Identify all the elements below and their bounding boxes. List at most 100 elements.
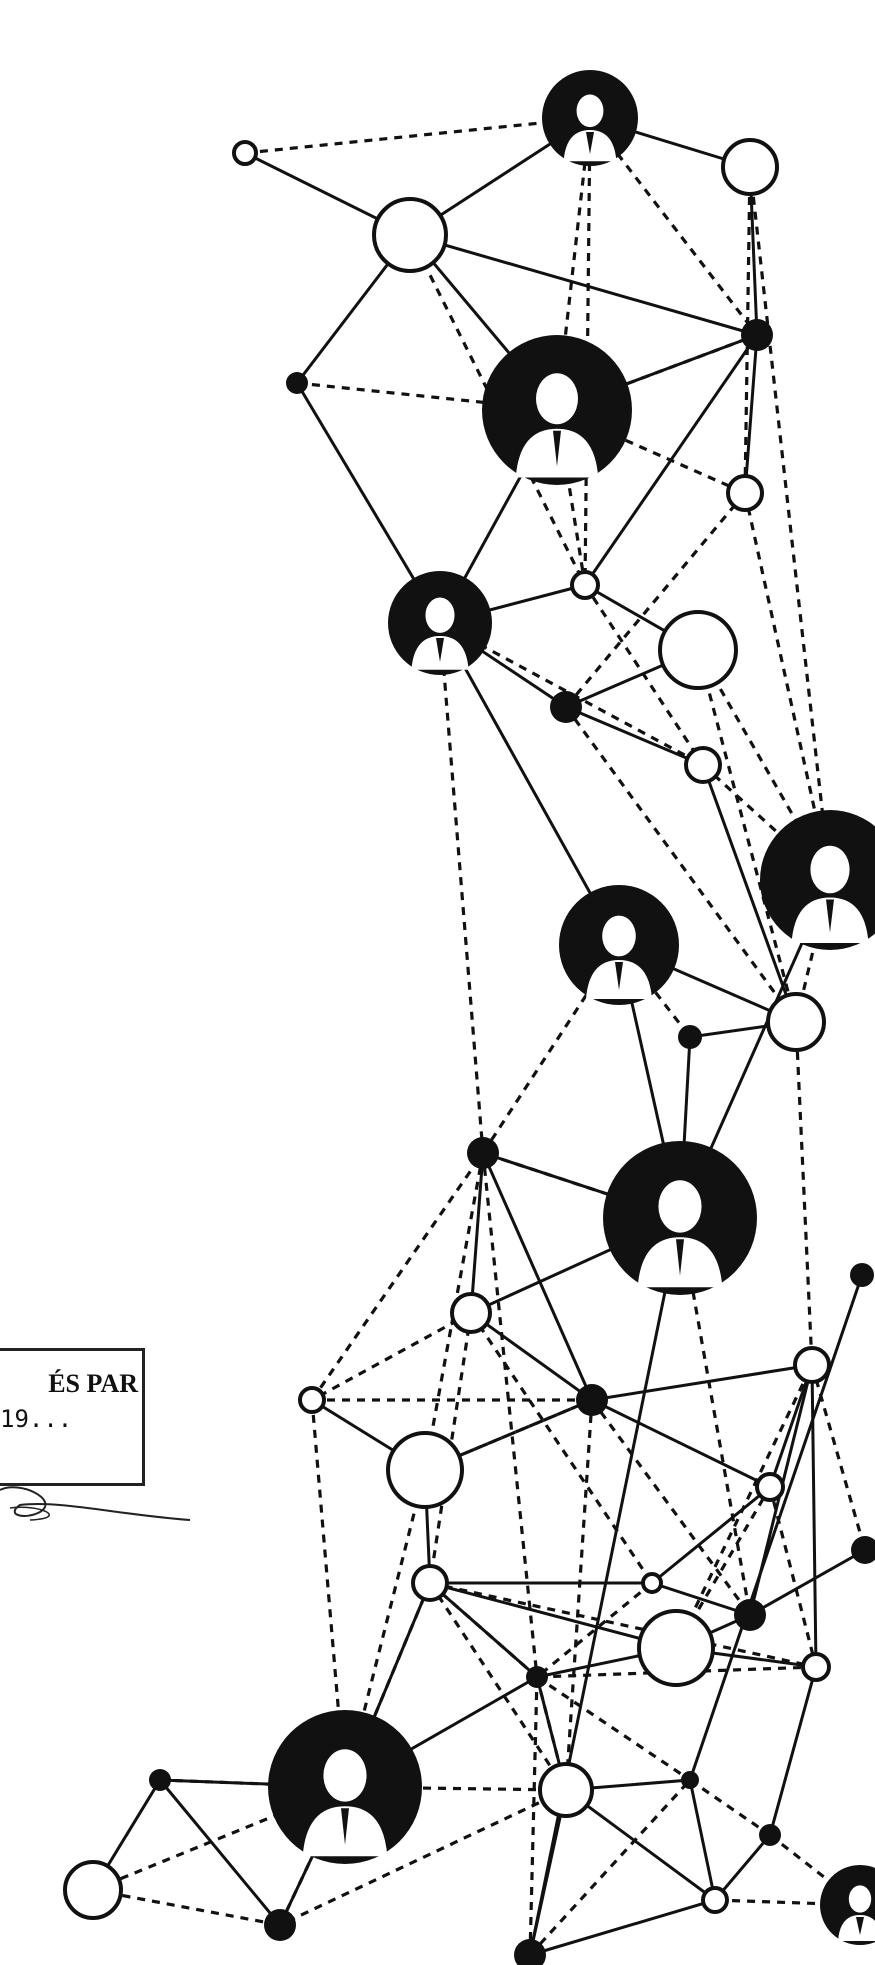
dashed-edge-61	[481, 1152, 539, 1678]
dashed-edge-17	[311, 1311, 472, 1402]
dashed-edge-50	[794, 1021, 814, 1366]
person-avatar-icon	[388, 571, 492, 675]
solid-edge-27	[481, 1152, 594, 1401]
dot-node-5	[741, 319, 773, 351]
solid-edge-50	[158, 1779, 282, 1926]
dashed-edge-4	[743, 166, 752, 494]
open-node-26	[411, 1564, 449, 1602]
solid-edge-41	[429, 1581, 538, 1679]
stamp-box: ÉS PAR 19...	[0, 1348, 145, 1486]
solid-edge-53	[688, 1779, 717, 1901]
open-node-25	[755, 1472, 785, 1502]
open-node-1	[232, 140, 258, 166]
open-node-13	[684, 746, 722, 784]
solid-edge-16	[583, 334, 759, 586]
dot-node-41	[850, 1263, 874, 1287]
solid-edge-3	[409, 233, 758, 337]
dot-node-35	[149, 1769, 171, 1791]
solid-edge-34	[429, 1581, 677, 1650]
dashed-edge-23	[469, 1312, 654, 1584]
solid-edge-58	[688, 1274, 864, 1781]
dashed-edge-54	[429, 1581, 817, 1669]
open-node-10	[570, 570, 600, 600]
dashed-edge-11	[564, 706, 798, 1023]
solid-edge-37	[651, 1581, 751, 1617]
open-node-23	[793, 1346, 831, 1384]
dashed-edge-28	[768, 1486, 818, 1668]
open-node-2	[372, 197, 448, 273]
dashed-edge-33	[536, 1675, 691, 1782]
dashed-edge-60	[564, 1399, 594, 1791]
dot-node-34	[681, 1771, 699, 1789]
dashed-edge-43	[528, 1676, 539, 1956]
solid-edge-26	[469, 1152, 485, 1314]
dot-node-17	[678, 1025, 702, 1049]
solid-edge-59	[749, 1548, 866, 1617]
open-node-38	[701, 1886, 729, 1914]
dashed-edge-40	[279, 1788, 567, 1927]
stamp-text-line2: 19...	[0, 1405, 73, 1433]
open-node-11	[658, 610, 738, 690]
signature-icon	[0, 1486, 191, 1521]
dashed-edge-42	[528, 1778, 692, 1957]
open-node-29	[637, 1609, 715, 1687]
dashed-edge-53	[810, 1364, 867, 1551]
solid-edges	[91, 116, 866, 1957]
open-node-31	[801, 1652, 831, 1682]
solid-edge-29	[591, 1363, 813, 1402]
solid-edge-28	[470, 1311, 593, 1402]
person-avatar-icon	[820, 1865, 875, 1945]
solid-edge-60	[528, 1217, 682, 1956]
open-node-27	[641, 1572, 663, 1594]
dot-node-39	[759, 1824, 781, 1846]
person-avatar-icon	[542, 70, 638, 166]
dashed-edge-31	[428, 1582, 568, 1791]
solid-edge-31	[591, 1398, 771, 1489]
dashed-edge-37	[92, 1888, 281, 1927]
dashed-edge-56	[438, 622, 485, 1154]
open-node-33	[538, 1762, 594, 1818]
open-node-4	[721, 138, 779, 196]
dot-node-18	[467, 1137, 499, 1169]
dashed-edge-44	[714, 1898, 861, 1907]
dashed-edge-45	[244, 116, 591, 155]
dot-node-30	[526, 1666, 548, 1688]
stamp-text-line1: ÉS PAR	[48, 1369, 138, 1398]
open-node-20	[450, 1292, 492, 1334]
open-node-16	[766, 992, 826, 1052]
dashed-edge-12	[481, 944, 621, 1154]
person-avatar-icon	[760, 810, 875, 950]
person-avatar-icon	[559, 885, 679, 1005]
solid-edge-54	[713, 1834, 772, 1901]
dot-node-21	[576, 1384, 608, 1416]
solid-edge-52	[565, 1788, 716, 1902]
solid-edge-55	[768, 1666, 818, 1836]
solid-edge-57	[529, 1898, 716, 1957]
solid-edge-9	[743, 334, 759, 494]
dot-node-40	[514, 1939, 546, 1965]
open-node-36	[63, 1860, 123, 1920]
person-avatar-icon	[268, 1710, 422, 1864]
dashed-edge-8	[583, 584, 705, 766]
solid-edge-17	[438, 622, 621, 946]
open-node-22	[298, 1386, 326, 1414]
open-node-24	[386, 1431, 464, 1509]
graph-nodes	[63, 70, 875, 1965]
dashed-edge-46	[748, 166, 832, 881]
solid-edge-19	[701, 764, 798, 1023]
dashed-edge-18	[310, 1152, 485, 1401]
dashed-edge-10	[696, 649, 798, 1023]
dot-node-12	[550, 691, 582, 723]
dot-node-6	[286, 372, 308, 394]
solid-edge-35	[651, 1485, 771, 1585]
person-avatar-icon	[603, 1141, 757, 1295]
dot-node-37	[264, 1909, 296, 1941]
dashed-edge-25	[535, 1581, 654, 1679]
dashed-edge-59	[310, 1399, 347, 1788]
dashed-edge-9	[564, 491, 747, 709]
solid-edge-15	[565, 705, 704, 767]
dashed-edge-1	[583, 117, 592, 586]
dashed-edges	[92, 116, 867, 1957]
